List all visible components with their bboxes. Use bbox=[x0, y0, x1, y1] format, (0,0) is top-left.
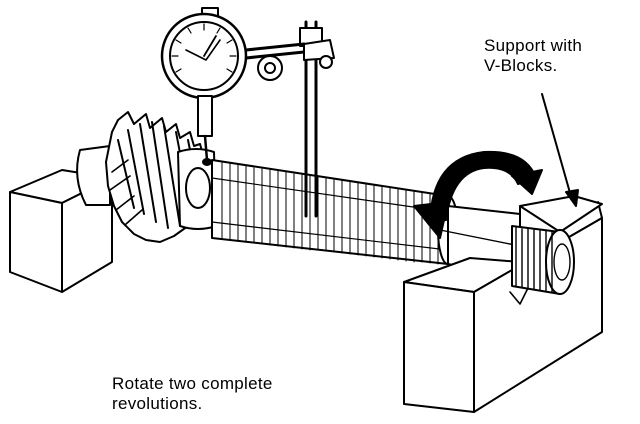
rotate-label-line-2: revolutions. bbox=[112, 394, 203, 413]
support-v-blocks-label: Support with V-Blocks. bbox=[484, 36, 582, 76]
rotation-arrow-icon bbox=[413, 150, 543, 239]
support-label-line-2: V-Blocks. bbox=[484, 56, 558, 75]
left-shaft-hub bbox=[76, 145, 111, 206]
support-leader-line bbox=[541, 93, 579, 207]
support-label-line-1: Support with bbox=[484, 36, 583, 55]
indicator-stand bbox=[244, 20, 335, 218]
dial-indicator-icon bbox=[160, 7, 248, 166]
rotate-revolutions-label: Rotate two complete revolutions. bbox=[112, 374, 273, 414]
splined-shaft bbox=[211, 159, 459, 265]
rotate-label-line-1: Rotate two complete bbox=[112, 374, 273, 393]
left-v-block bbox=[9, 169, 113, 293]
helical-gear bbox=[105, 111, 217, 243]
threaded-shaft-end bbox=[511, 225, 575, 295]
